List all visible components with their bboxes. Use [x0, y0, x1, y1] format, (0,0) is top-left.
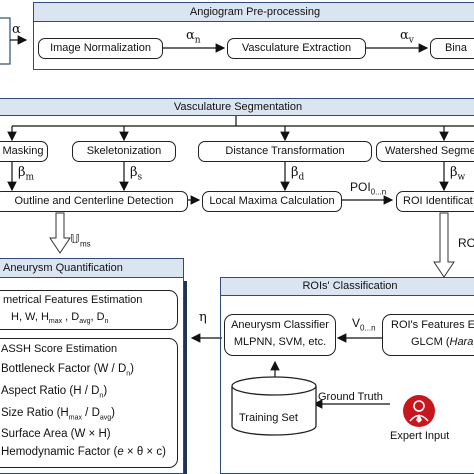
beta-w-label: βw: [450, 165, 466, 183]
alpha-v-label: αv: [400, 28, 414, 46]
u-ms-label: 𝕌ms: [70, 232, 91, 249]
alpha-input-label: α: [12, 22, 21, 37]
features-title: ROI's Features E: [391, 319, 474, 331]
ground-truth-label: Ground Truth: [318, 391, 383, 403]
classifier-methods: MLPNN, SVM, etc.: [233, 336, 327, 348]
beta-m-label: βm: [18, 165, 35, 183]
score-title: ASSH Score Estimation: [1, 343, 118, 355]
roi-identification-box: ROI Identificat: [396, 191, 474, 212]
geometrical-features-title: metrical Features Estimation: [3, 294, 143, 306]
outline-centerline-box: Outline and Centerline Detection: [0, 191, 188, 212]
local-maxima-box: Local Maxima Calculation: [202, 191, 342, 212]
features-method: GLCM (Hara: [411, 336, 474, 348]
masking-box: Masking: [0, 141, 48, 162]
score-item-aspect: Aspect Ratio (H / Dn): [1, 384, 108, 400]
score-items: Bottleneck Factor (W / Dn) Aspect Ratio …: [1, 361, 166, 461]
distance-transformation-box: Distance Transformation: [198, 141, 372, 162]
training-set-cylinder: [231, 376, 317, 436]
score-estimation-box: ASSH Score Estimation Bottleneck Factor …: [0, 338, 178, 468]
geometrical-features-box: metrical Features Estimation H, W, Hmax …: [0, 290, 178, 330]
down-arrow-ums: [49, 212, 71, 254]
quantification-title: Aneurysm Quantification: [0, 258, 184, 278]
geometrical-features-values: H, W, Hmax , Davg, Dn: [11, 311, 109, 326]
preprocessing-title: Angiogram Pre-processing: [33, 2, 474, 22]
eta-label: η: [199, 310, 207, 325]
beta-d-label: βd: [291, 165, 305, 183]
poi-label: POI0...n: [350, 180, 387, 197]
expert-icon: [403, 395, 435, 427]
vasculature-extraction-box: Vasculature Extraction: [227, 38, 366, 59]
preprocessing-panel: [33, 22, 474, 70]
classifier-title: Aneurysm Classifier: [231, 319, 329, 331]
alpha-n-label: αn: [186, 28, 201, 46]
binarization-box: Bina: [430, 38, 474, 59]
roi-side-label: RO: [458, 236, 474, 250]
classification-title: ROIs' Classification: [220, 277, 474, 296]
aneurysm-classifier-box: Aneurysm Classifier MLPNN, SVM, etc.: [224, 314, 336, 356]
beta-s-label: βs: [130, 165, 143, 183]
score-item-surface: Surface Area (W × H): [1, 428, 111, 441]
score-item-size: Size Ratio (Hmax / Davg): [1, 406, 116, 421]
input-image-block: [0, 17, 11, 65]
roi-features-box: ROI's Features E GLCM (Hara: [382, 314, 474, 356]
score-item-hemodynamic: Hemodynamic Factor (e × θ × c): [1, 445, 166, 458]
skeletonization-box: Skeletonization: [72, 141, 176, 162]
expert-input-label: Expert Input: [390, 430, 450, 442]
watershed-segmentation-box: Watershed Segme: [376, 141, 474, 162]
score-item-bottleneck: Bottleneck Factor (W / Dn): [1, 363, 135, 378]
segmentation-title: Vasculature Segmentation: [0, 98, 474, 116]
down-arrow-roi: [433, 212, 455, 278]
image-normalization-box: Image Normalization: [38, 38, 163, 59]
v-label: V0...n: [352, 316, 376, 333]
training-set-label: Training Set: [239, 412, 298, 424]
